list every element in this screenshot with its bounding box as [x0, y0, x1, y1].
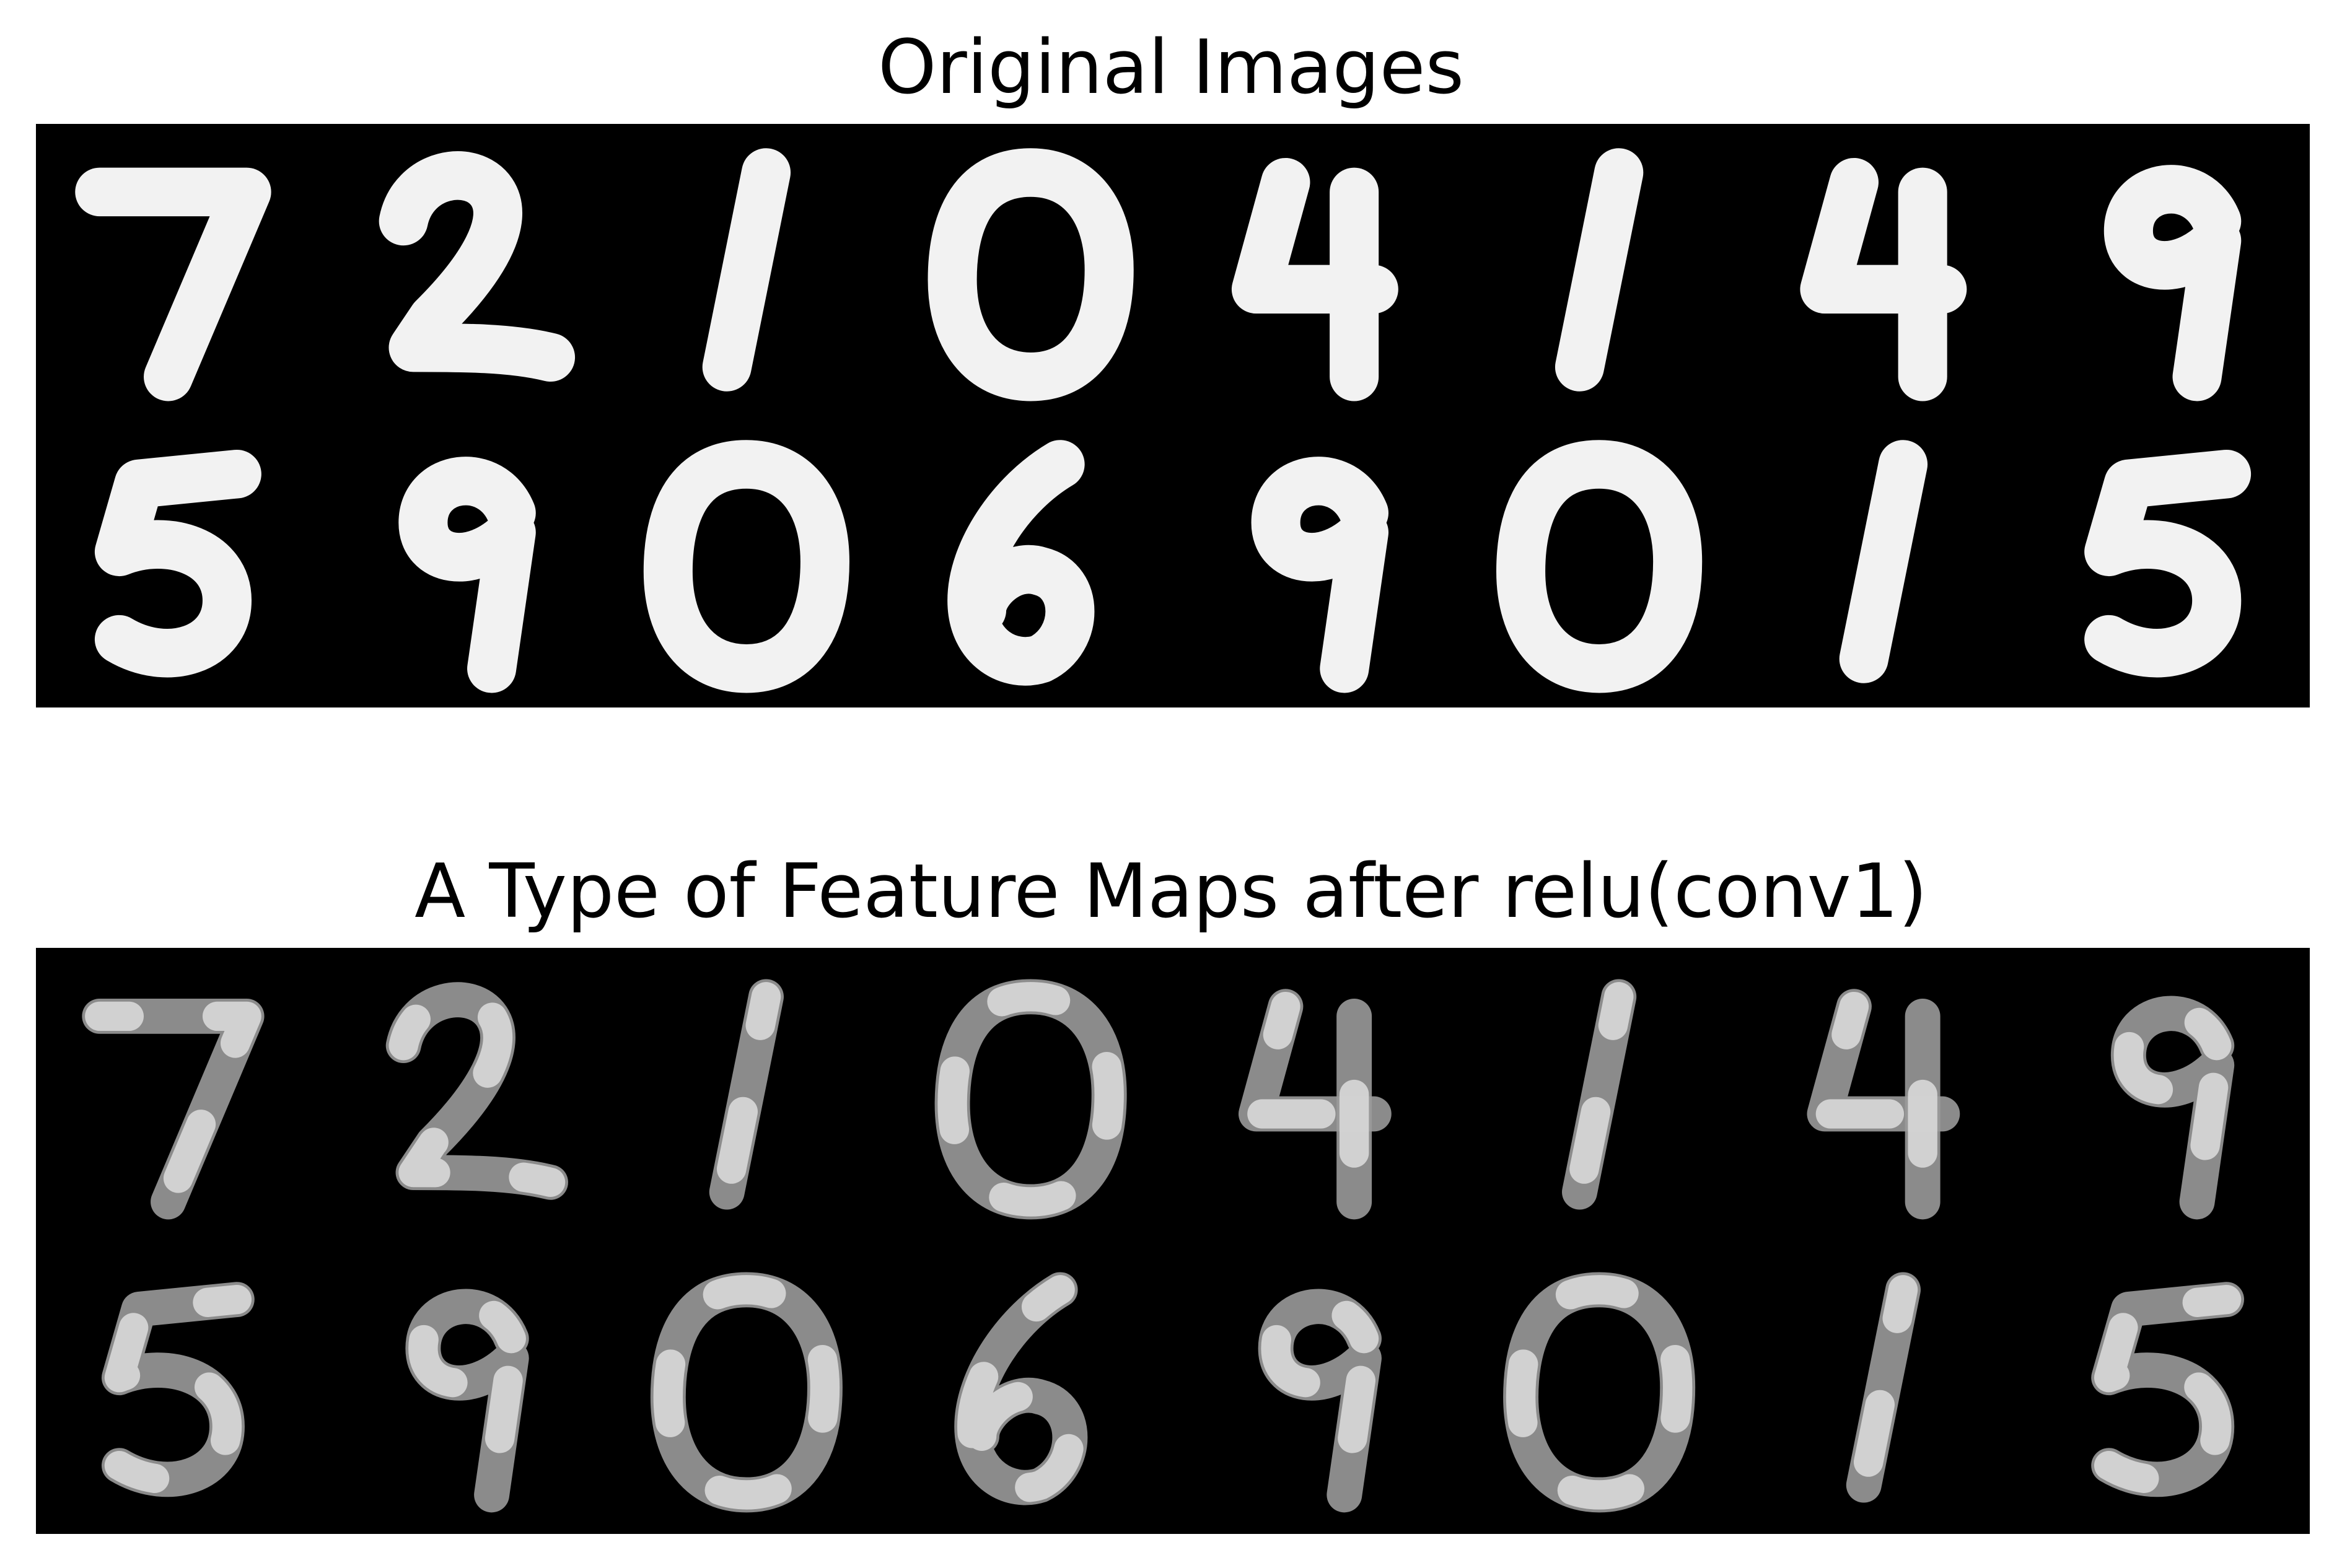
original-digit-0-r1-c4 — [928, 148, 1134, 401]
feature-map-highlight — [653, 1275, 840, 1510]
original-digit-9-r2-c2 — [398, 457, 536, 693]
original-stroke — [1839, 440, 1928, 683]
original-digit-2-r1-c2 — [379, 151, 576, 382]
original-stroke — [1555, 148, 1644, 392]
feature-map-highlight — [1564, 982, 1634, 1207]
feature-maps-title: A Type of Feature Maps after relu(conv1) — [414, 849, 1928, 935]
original-stroke — [1496, 440, 1703, 693]
original-digit-9-r1-c8 — [2103, 165, 2242, 401]
feature-map-digit-6-r2-c4 — [954, 1272, 1088, 1505]
feature-map-highlight — [937, 982, 1124, 1217]
feature-map-highlight — [85, 1001, 261, 1217]
original-images-canvas — [75, 148, 2252, 693]
feature-map-highlight — [712, 982, 781, 1207]
feature-map-digit-0-r2-c3 — [650, 1272, 843, 1513]
original-images-grid — [36, 124, 2310, 707]
feature-map-highlight — [1241, 991, 1389, 1129]
feature-map-digit-0-r2-c6 — [1503, 1272, 1696, 1513]
feature-map-highlight — [1810, 991, 1957, 1129]
original-stroke — [947, 440, 1095, 686]
feature-map-digit-4-r1-c5 — [1238, 989, 1392, 1220]
feature-map-digit-4-r1-c7 — [1807, 989, 1960, 1220]
feature-map-stroke — [650, 1272, 843, 1513]
feature-map-highlight — [957, 1275, 1085, 1502]
feature-map-stroke — [1503, 1272, 1696, 1513]
feature-map-highlight — [1261, 1292, 1379, 1510]
feature-map-digit-9-r2-c2 — [405, 1289, 529, 1513]
original-stroke — [94, 449, 261, 678]
feature-map-highlight — [408, 1292, 526, 1510]
original-digit-1-r1-c3 — [702, 148, 791, 392]
original-stroke — [2084, 449, 2252, 678]
feature-map-highlight — [2094, 1284, 2242, 1494]
feature-map-digit-9-r2-c5 — [1258, 1289, 1382, 1513]
feature-map-highlight — [1849, 1275, 1918, 1500]
original-stroke — [643, 440, 849, 693]
feature-map-digit-1-r2-c7 — [1846, 1272, 1921, 1503]
feature-map-digit-1-r1-c3 — [709, 979, 784, 1210]
original-digit-5-r2-c8 — [2084, 449, 2252, 678]
original-digit-0-r2-c3 — [643, 440, 849, 693]
original-digit-9-r2-c5 — [1251, 457, 1389, 693]
feature-map-digit-5-r2-c8 — [2091, 1282, 2245, 1497]
feature-map-highlight — [1506, 1275, 1693, 1510]
feature-maps-grid — [36, 948, 2310, 1534]
original-digit-4-r1-c7 — [1800, 157, 1967, 401]
original-digit-1-r2-c7 — [1839, 440, 1928, 683]
feature-map-highlight — [388, 985, 566, 1198]
original-stroke — [928, 148, 1134, 401]
feature-map-digit-0-r1-c4 — [934, 979, 1127, 1220]
feature-map-highlight — [104, 1284, 252, 1494]
original-digit-1-r1-c6 — [1555, 148, 1644, 392]
original-stroke — [702, 148, 791, 392]
feature-maps-canvas — [82, 979, 2245, 1513]
feature-map-digit-5-r2-c1 — [101, 1282, 255, 1497]
original-stroke — [75, 167, 271, 401]
feature-map-highlight — [2113, 999, 2232, 1217]
feature-map-stroke — [934, 979, 1127, 1220]
original-stroke — [2103, 165, 2242, 401]
original-stroke — [398, 457, 536, 693]
original-digit-4-r1-c5 — [1231, 157, 1398, 401]
feature-map-digit-9-r1-c8 — [2110, 996, 2235, 1220]
original-digit-5-r2-c1 — [94, 449, 261, 678]
feature-map-digit-7-r1-c1 — [82, 998, 265, 1220]
feature-map-digit-2-r1-c2 — [385, 982, 568, 1200]
original-images-title: Original Images — [877, 25, 1465, 111]
feature-map-digit-1-r1-c6 — [1562, 979, 1637, 1210]
original-digit-7-r1-c1 — [75, 167, 271, 401]
original-stroke — [379, 151, 576, 382]
original-digit-0-r2-c6 — [1496, 440, 1703, 693]
original-digit-6-r2-c4 — [947, 440, 1095, 686]
original-stroke — [1251, 457, 1389, 693]
